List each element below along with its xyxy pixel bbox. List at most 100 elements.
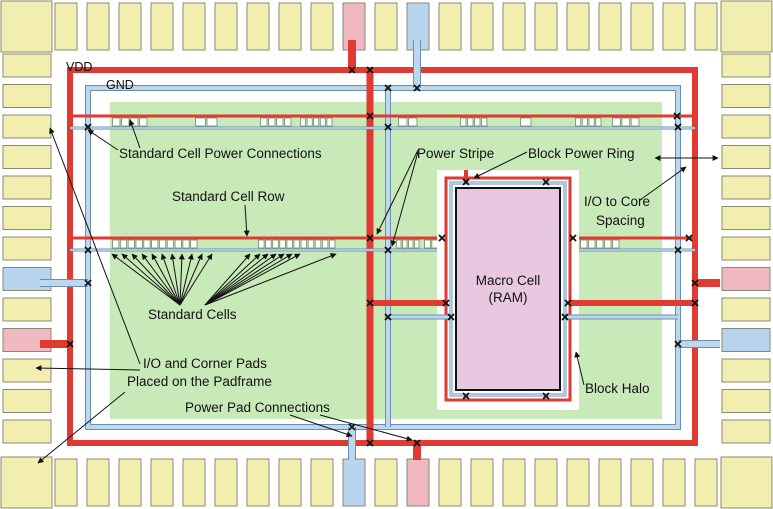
standard-cell <box>630 117 640 127</box>
power-pad-straps <box>40 40 720 460</box>
corner-pad <box>0 456 53 509</box>
via-mark <box>384 123 392 131</box>
io-pad-bottom <box>118 458 142 507</box>
io-pad-left <box>2 145 52 169</box>
power-pad-arrow-1 <box>289 414 353 438</box>
standard-cell <box>307 239 315 249</box>
via-mark <box>413 84 421 92</box>
via-mark <box>564 299 572 307</box>
standard-cells-arrow <box>204 253 301 306</box>
corner-pad <box>0 0 53 53</box>
io-pad-bottom <box>502 458 526 507</box>
io-pad-bottom <box>406 458 430 507</box>
annotation-arrows <box>35 119 719 464</box>
standard-cell <box>286 239 293 249</box>
standard-cell <box>431 239 439 249</box>
standard-cell <box>151 239 159 249</box>
io-pad-right <box>721 389 771 413</box>
standard-cell <box>166 239 174 249</box>
standard-cell <box>143 239 151 249</box>
io-core-spacing-label-2: Spacing <box>596 213 645 228</box>
io-pad-left <box>2 53 52 78</box>
block-halo-label: Block Halo <box>585 381 650 396</box>
standard-cell <box>326 117 333 127</box>
io-pad-bottom <box>310 458 334 507</box>
standard-cell <box>596 239 604 249</box>
standard-cell <box>159 239 167 249</box>
via-mark <box>674 123 682 131</box>
via-mark <box>66 340 74 348</box>
standard-cell <box>612 117 621 127</box>
standard-cell <box>121 117 130 127</box>
power-stripe-arrow-2 <box>390 151 419 247</box>
standard-cell <box>414 239 420 249</box>
standard-cell <box>127 239 135 249</box>
via-mark <box>384 313 392 321</box>
io-pad-right <box>721 419 771 444</box>
standard-cells-arrow <box>204 253 337 306</box>
io-pad-right <box>721 206 771 230</box>
standard-cells-arrow <box>131 253 181 306</box>
io-pad-right <box>721 297 771 322</box>
standard-cell <box>300 117 306 127</box>
io-pad-left <box>2 114 52 139</box>
io-pads-arrow-1 <box>49 127 141 365</box>
standard-cell <box>474 117 481 127</box>
io-pad-top <box>246 2 270 51</box>
via-mark <box>542 178 550 186</box>
standard-cell <box>265 239 272 249</box>
io-pad-top <box>502 2 526 51</box>
io-pad-right <box>721 358 771 383</box>
std-power-arrow-1 <box>87 129 119 151</box>
standard-cell <box>314 239 322 249</box>
io-pad-bottom <box>54 458 78 507</box>
via-mark <box>569 234 577 242</box>
power-stripe-arrow-1 <box>376 149 419 235</box>
standard-cell <box>467 117 474 127</box>
io-pad-top <box>438 2 462 51</box>
io-pad-right <box>721 267 771 291</box>
standard-cell <box>272 239 279 249</box>
via-mark <box>673 112 681 120</box>
standard-cell <box>396 239 402 249</box>
vdd-core-ring <box>67 67 698 446</box>
io-pad-bottom <box>694 458 718 507</box>
standard-cell <box>279 239 286 249</box>
io-pad-top <box>54 2 78 51</box>
io-pad-right <box>721 236 771 261</box>
io-core-spacing-pointer <box>639 166 687 201</box>
std-power-arrow-2 <box>128 119 141 149</box>
io-pad-right <box>721 145 771 169</box>
standard-cells-arrow <box>204 253 293 306</box>
standard-cell <box>481 117 488 127</box>
via-mark <box>384 84 392 92</box>
io-pad-left <box>2 175 52 200</box>
io-pad-left <box>2 358 52 383</box>
standard-cell <box>300 239 308 249</box>
via-mark <box>366 439 374 447</box>
standard-cell <box>313 117 320 127</box>
std-cell-row-arrow <box>243 204 250 237</box>
standard-cell <box>398 117 408 127</box>
standard-cell <box>580 239 588 249</box>
io-pad-top <box>566 2 590 51</box>
io-pad-right <box>721 84 771 108</box>
via-mark <box>84 279 92 287</box>
io-pad-top <box>374 2 398 51</box>
io-pad-left <box>2 419 52 444</box>
io-pad-left <box>2 206 52 230</box>
io-pad-top <box>694 2 718 51</box>
standard-cell <box>206 117 218 127</box>
standard-cell <box>119 239 128 249</box>
io-pad-top <box>630 2 654 51</box>
standard-cell <box>190 239 198 249</box>
standard-cell <box>460 117 467 127</box>
via-mark <box>366 234 374 242</box>
io-pad-bottom <box>246 458 270 507</box>
io-pads-arrow-3 <box>37 391 126 464</box>
block-power-ring-label: Block Power Ring <box>528 146 635 161</box>
via-mark <box>384 246 392 254</box>
power-pad-arrow-2 <box>319 414 413 442</box>
